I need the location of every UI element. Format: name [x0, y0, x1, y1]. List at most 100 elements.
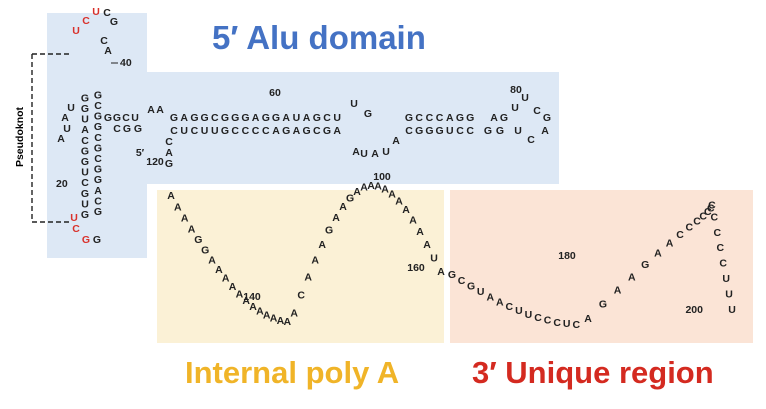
- position-label: 140: [243, 291, 261, 303]
- nucleotide: C: [72, 223, 80, 235]
- nucleotide: A: [654, 248, 662, 260]
- nucleotide: C: [506, 301, 514, 313]
- nucleotide: C: [82, 15, 90, 27]
- nucleotide: G: [94, 206, 102, 218]
- nucleotide: U: [72, 25, 80, 37]
- nucleotide: A: [409, 215, 417, 227]
- nucleotide: A: [180, 112, 188, 124]
- nucleotide: A: [104, 45, 112, 57]
- nucleotide: A: [423, 239, 431, 251]
- nucleotide: U: [382, 146, 390, 158]
- nucleotide: A: [614, 285, 622, 297]
- nucleotide: G: [272, 112, 280, 124]
- nucleotide: G: [104, 112, 112, 124]
- nucleotide: G: [94, 89, 102, 101]
- nucleotide: G: [201, 112, 209, 124]
- nucleotide: A: [181, 212, 189, 224]
- nucleotide: A: [486, 291, 494, 303]
- nucleotide: G: [221, 125, 229, 137]
- nucleotide: G: [364, 108, 372, 120]
- nucleotide: A: [290, 308, 298, 320]
- nucleotide: C: [211, 112, 219, 124]
- nucleotide: U: [81, 114, 89, 126]
- nucleotide: C: [544, 315, 552, 327]
- nucleotide: U: [722, 273, 730, 285]
- nucleotide: A: [446, 112, 454, 124]
- nucleotide: C: [94, 153, 102, 165]
- nucleotide: A: [628, 271, 636, 283]
- nucleotide: U: [446, 125, 454, 137]
- nucleotide: C: [704, 206, 712, 218]
- nucleotide: G: [496, 125, 504, 137]
- pseudoknot-label: Pseudoknot: [14, 106, 26, 167]
- nucleotide: C: [100, 35, 108, 47]
- nucleotide: C: [436, 112, 444, 124]
- nucleotide: A: [496, 296, 504, 308]
- nucleotide: U: [293, 112, 301, 124]
- nucleotide: U: [725, 289, 733, 301]
- nucleotide: A: [395, 195, 403, 207]
- nucleotide: C: [458, 275, 466, 287]
- nucleotide: C: [685, 222, 693, 234]
- unique-region-title: 3′ Unique region: [472, 355, 714, 390]
- nucleotide: A: [353, 186, 361, 198]
- nucleotide: A: [541, 125, 549, 137]
- nucleotide: C: [170, 125, 178, 137]
- nucleotide: G: [466, 112, 474, 124]
- nucleotide: C: [323, 112, 331, 124]
- nucleotide: A: [156, 104, 164, 116]
- nucleotide: G: [325, 225, 333, 237]
- nucleotide: G: [170, 112, 178, 124]
- nucleotide: A: [293, 125, 301, 137]
- position-label: 60: [269, 87, 281, 99]
- nucleotide: A: [263, 310, 271, 322]
- nucleotide: G: [313, 112, 321, 124]
- nucleotide: C: [676, 229, 684, 241]
- position-label: 160: [407, 262, 425, 274]
- nucleotide: A: [256, 306, 264, 318]
- nucleotide: A: [282, 112, 290, 124]
- nucleotide: G: [110, 16, 118, 28]
- nucleotide: C: [426, 112, 434, 124]
- nucleotide: A: [311, 255, 319, 267]
- nucleotide: G: [94, 121, 102, 133]
- internal-polya-title: Internal poly A: [185, 355, 400, 390]
- nucleotide: C: [313, 125, 321, 137]
- nucleotide: C: [113, 123, 121, 135]
- alu-domain-title: 5′ Alu domain: [212, 19, 426, 56]
- nucleotide: A: [303, 112, 311, 124]
- nucleotide: G: [323, 125, 331, 137]
- nucleotide: C: [262, 125, 270, 137]
- nucleotide: C: [716, 242, 724, 254]
- nucleotide: A: [270, 313, 278, 325]
- nucleotide: U: [514, 125, 522, 137]
- nucleotide: A: [392, 135, 400, 147]
- nucleotide: A: [437, 266, 445, 278]
- nucleotide: G: [165, 158, 173, 170]
- nucleotide: A: [333, 125, 341, 137]
- nucleotide: A: [222, 273, 230, 285]
- nucleotide: U: [67, 102, 75, 114]
- nucleotide: A: [584, 313, 592, 325]
- nucleotide: C: [693, 215, 701, 227]
- nucleotide: A: [277, 315, 285, 327]
- nucleotide: A: [283, 316, 291, 328]
- nucleotide: U: [511, 102, 519, 114]
- nucleotide: G: [94, 164, 102, 176]
- nucleotide: G: [81, 92, 89, 104]
- nucleotide: U: [131, 112, 139, 124]
- nucleotide: G: [448, 269, 456, 281]
- nucleotide: G: [94, 142, 102, 154]
- nucleotide: G: [500, 112, 508, 124]
- nucleotide: G: [262, 112, 270, 124]
- nucleotide: C: [527, 134, 535, 146]
- nucleotide: A: [371, 148, 379, 160]
- nucleotide: G: [81, 145, 89, 157]
- nucleotide: C: [713, 227, 721, 239]
- position-label: 100: [373, 171, 391, 183]
- nucleotide: G: [282, 125, 290, 137]
- nucleotide: C: [252, 125, 260, 137]
- nucleotide: A: [242, 295, 250, 307]
- nucleotide: A: [304, 272, 312, 284]
- nucleotide: U: [728, 304, 736, 316]
